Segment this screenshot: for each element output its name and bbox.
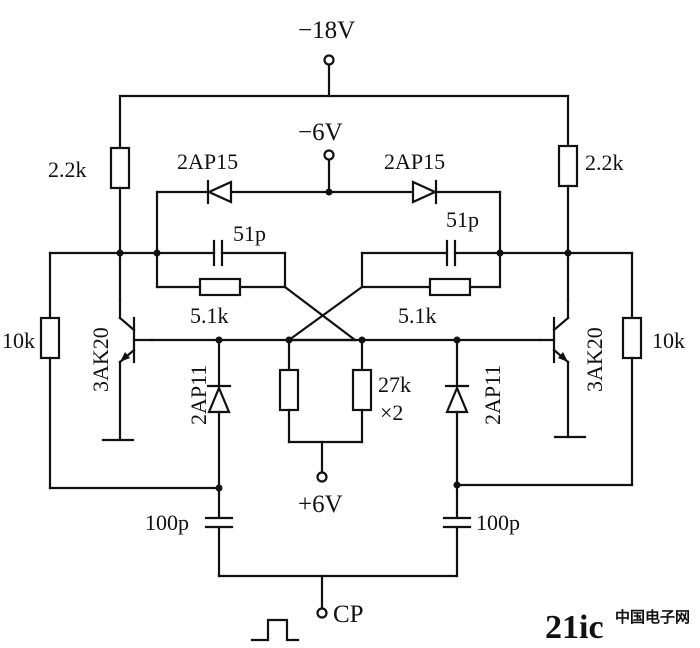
right-clamp-diode — [411, 179, 438, 205]
right-transistor-label: 3AK20 — [582, 327, 607, 392]
steering-count-label: ×2 — [380, 400, 403, 425]
clock-input-label: CP — [333, 601, 364, 628]
neg6-label: −6V — [298, 119, 343, 146]
right-base-resistor-label: 10k — [652, 328, 685, 353]
left-coupling-capacitor — [204, 516, 234, 578]
right-trigger-diode — [444, 338, 470, 518]
right-speedup-capacitor — [360, 239, 502, 267]
clock-pulse-icon — [250, 618, 300, 642]
right-feedback-resistor-label: 5.1k — [398, 303, 437, 328]
neg18-supply-terminal — [118, 54, 570, 98]
right-collector-resistor — [557, 94, 579, 302]
right-clamp-diode-label: 2AP15 — [384, 149, 445, 174]
left-transistor — [101, 298, 154, 442]
left-trigger-diode-label: 2AP11 — [186, 365, 211, 425]
steering-resistors — [278, 338, 373, 483]
right-coupling-capacitor-label: 100p — [476, 510, 520, 535]
right-collector-resistor-label: 2.2k — [585, 150, 624, 175]
pos6-label: +6V — [298, 491, 343, 518]
cross-coupling-lines — [283, 285, 364, 342]
watermark-logo: 21ic — [545, 609, 604, 646]
left-transistor-label: 3AK20 — [88, 327, 113, 392]
left-feedback-resistor — [155, 251, 287, 297]
right-coupling-capacitor — [442, 516, 472, 578]
left-speedup-capacitor — [155, 239, 287, 267]
left-clamp-diode-label: 2AP15 — [177, 149, 238, 174]
neg18-label: −18V — [298, 17, 355, 44]
clamp-diode-row — [155, 190, 502, 255]
right-feedback-resistor — [360, 251, 502, 297]
left-collector-resistor — [109, 94, 131, 302]
clock-input-terminal — [316, 574, 328, 619]
left-trigger-diode — [206, 338, 232, 518]
left-base-resistor-label: 10k — [2, 328, 35, 353]
right-trigger-diode-label: 2AP11 — [480, 365, 505, 425]
left-feedback-resistor-label: 5.1k — [190, 303, 229, 328]
left-base-resistor — [39, 251, 221, 490]
right-transistor — [538, 298, 587, 439]
steering-resistor-label: 27k — [378, 372, 411, 397]
left-coupling-capacitor-label: 100p — [145, 510, 189, 535]
left-speedup-capacitor-label: 51p — [233, 221, 266, 246]
right-base-resistor — [455, 251, 643, 487]
neg6-supply-terminal — [323, 149, 335, 196]
left-clamp-diode — [206, 179, 233, 205]
right-speedup-capacitor-label: 51p — [446, 207, 479, 232]
watermark-text: 中国电子网 — [615, 608, 690, 626]
left-collector-resistor-label: 2.2k — [48, 157, 87, 182]
